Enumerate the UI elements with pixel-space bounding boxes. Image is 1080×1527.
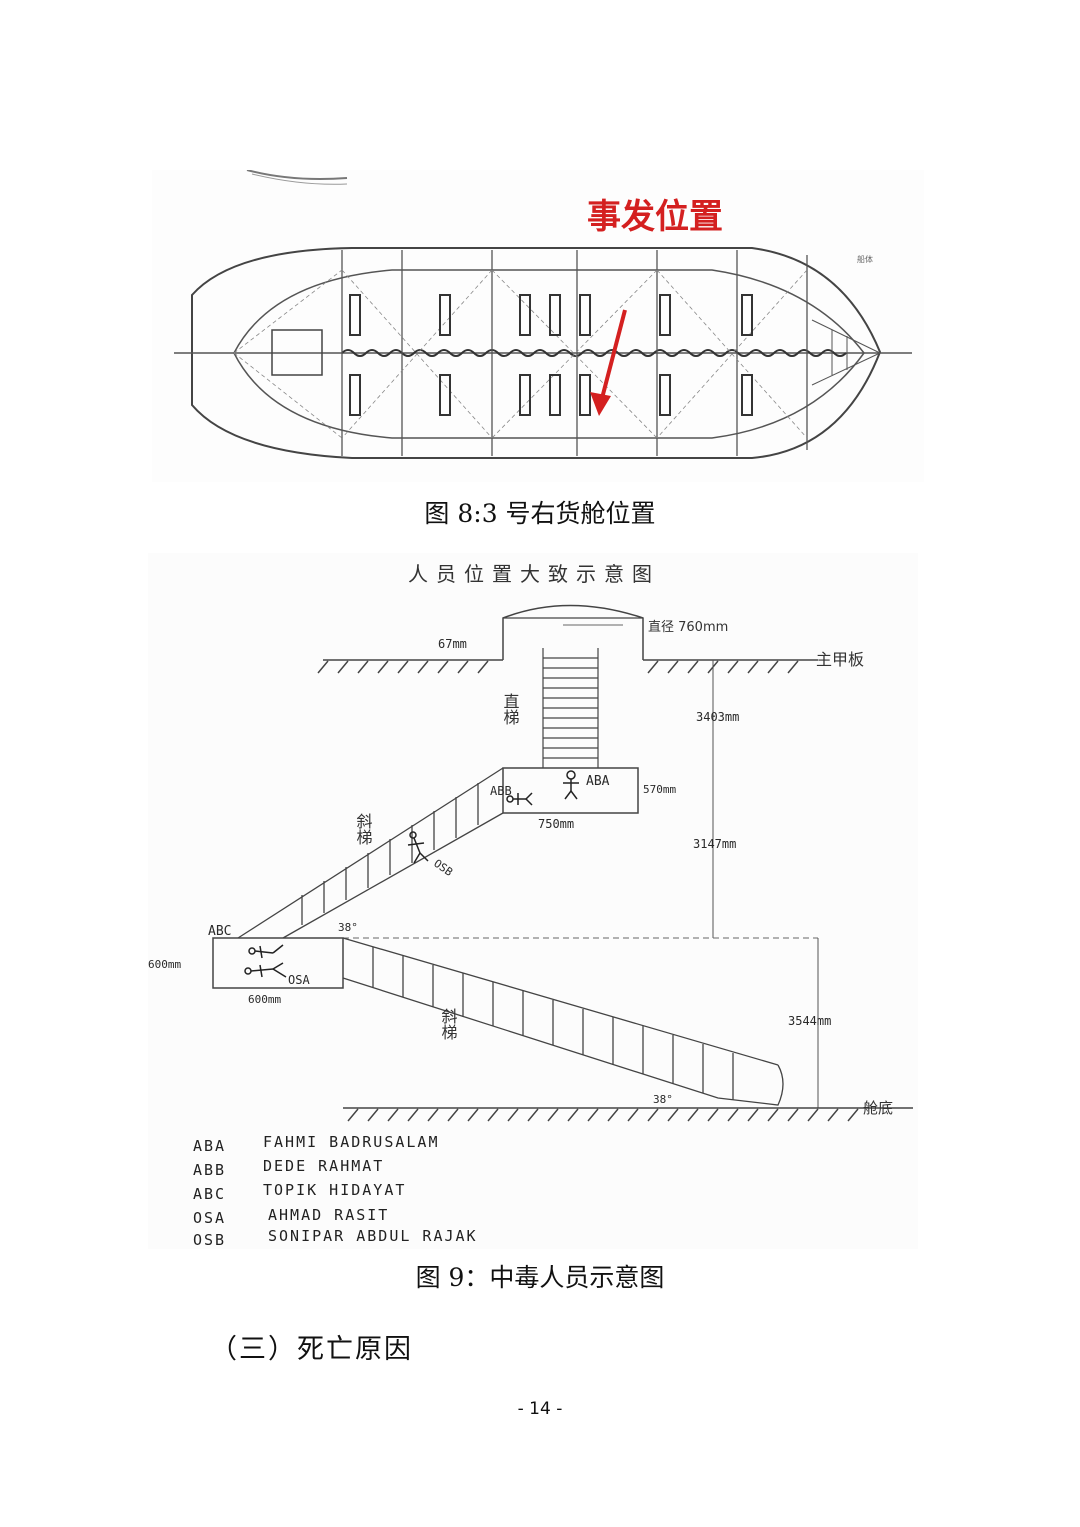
person-abc-icon	[248, 944, 284, 959]
person-osb-icon	[407, 831, 429, 864]
bottom-plate-label: 舱底	[863, 1099, 893, 1117]
figure8-caption: 图 8:3 号右货舱位置	[424, 499, 656, 528]
personnel-sketch-figure: 人员位置大致示意图 主甲板 67mm 直径 760mm	[148, 553, 918, 1249]
legend-code: ABB	[193, 1161, 226, 1179]
legend-name: FAHMI BADRUSALAM	[263, 1133, 440, 1151]
ship-plan-figure: 船体 事发位置	[152, 169, 924, 482]
legend-name: DEDE RAHMAT	[263, 1157, 384, 1175]
lower-platform	[212, 937, 344, 989]
lower-incline-ladder-label: 斜梯	[439, 1008, 458, 1040]
platform2-width-label: 600mm	[248, 993, 281, 1006]
person-osb-label: OSB	[431, 857, 455, 879]
main-deck-label: 主甲板	[816, 650, 864, 669]
platform1-width-label: 750mm	[538, 817, 574, 831]
platform1-height-label: 570mm	[643, 783, 676, 796]
legend-name: SONIPAR ABDUL RAJAK	[268, 1227, 478, 1245]
page-number: - 14 -	[517, 1399, 563, 1419]
diameter-label: 直径 760mm	[648, 620, 728, 635]
arrow-head-icon	[590, 392, 611, 416]
upper-platform	[502, 767, 639, 814]
personnel-legend: ABA FAHMI BADRUSALAM ABB DEDE RAHMAT ABC…	[193, 1133, 478, 1249]
svg-text:船体: 船体	[857, 254, 873, 264]
person-aba-label: ABA	[586, 774, 610, 789]
person-abb-label: ABB	[490, 784, 512, 798]
ship-plan-drawing: 船体 事发位置	[174, 169, 912, 459]
legend-name: TOPIK HIDAYAT	[263, 1181, 406, 1199]
angle-lower-label: 38°	[653, 1093, 673, 1106]
vertical-ladder-label: 直梯	[501, 693, 520, 725]
incident-location-label: 事发位置	[587, 197, 723, 237]
angle-upper-label: 38°	[338, 921, 358, 934]
legend-code: OSB	[193, 1231, 226, 1249]
distance-3403-label: 3403mm	[696, 710, 739, 724]
legend-name: AHMAD RASIT	[268, 1206, 389, 1224]
legend-code: ABC	[193, 1185, 226, 1203]
section-heading: （三）死亡原因	[210, 1334, 413, 1365]
distance-3544-label: 3544mm	[788, 1014, 831, 1028]
hatch-height-label: 67mm	[438, 637, 467, 651]
legend-code: ABA	[193, 1137, 226, 1155]
incident-arrow	[598, 309, 627, 407]
sketch-title: 人员位置大致示意图	[408, 562, 660, 586]
person-osa-label: OSA	[288, 973, 310, 987]
person-osa-icon	[244, 962, 287, 978]
platform2-height-label: 600mm	[148, 958, 181, 971]
legend-code: OSA	[193, 1209, 226, 1227]
upper-incline-ladder-label: 斜梯	[354, 813, 373, 845]
person-abc-label: ABC	[208, 924, 231, 939]
personnel-sketch-drawing: 人员位置大致示意图 主甲板 67mm 直径 760mm	[148, 562, 913, 1249]
person-aba-icon	[563, 770, 579, 800]
person-abb-icon	[506, 792, 533, 806]
distance-3147-label: 3147mm	[693, 837, 736, 851]
figure9-caption: 图 9：中毒人员示意图	[415, 1263, 665, 1292]
